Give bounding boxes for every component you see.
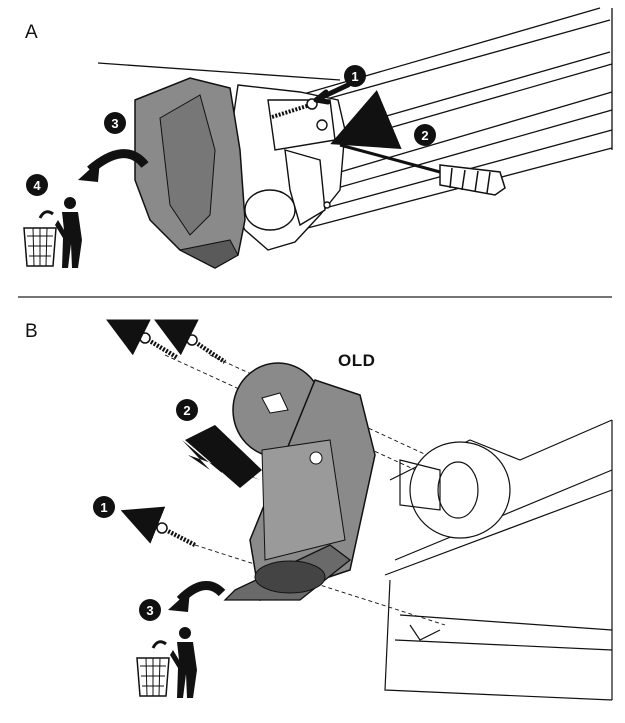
old-end-cap <box>223 362 376 601</box>
old-part-label: OLD <box>338 351 376 370</box>
step-number: 2 <box>183 403 190 418</box>
arrow-icon <box>154 319 199 356</box>
person-icon <box>55 197 82 268</box>
arrow-icon <box>330 89 402 149</box>
step-number: 1 <box>100 500 107 515</box>
step-badge-2: 2 <box>414 124 436 146</box>
arrow-body <box>185 425 262 488</box>
step-badge-1: 1 <box>93 496 115 518</box>
arrow-head <box>168 590 190 612</box>
step-number: 3 <box>111 116 118 131</box>
step-number: 2 <box>421 128 428 143</box>
step-number: 1 <box>351 69 358 84</box>
rail-housing <box>384 419 613 701</box>
arrow-icon <box>106 319 151 356</box>
arrow-icon <box>120 506 166 544</box>
screw-icon <box>156 522 197 548</box>
step-badge-1: 1 <box>344 65 366 87</box>
trash-bin-icon <box>23 210 57 267</box>
screwdriver-icon <box>339 143 506 196</box>
panel-a: 1 2 3 4 <box>23 7 613 269</box>
step-badge-3: 3 <box>104 112 126 134</box>
screw-icon <box>186 334 227 364</box>
step-number: 4 <box>33 178 41 193</box>
person-icon <box>170 627 197 698</box>
cover <box>134 77 246 269</box>
end-bracket <box>227 84 346 251</box>
step-badge-4: 4 <box>26 174 48 196</box>
panel-b: 1 2 3 <box>93 319 613 701</box>
arrow-icon <box>182 440 260 480</box>
trash-bin-icon <box>136 640 170 697</box>
step-badge-2: 2 <box>176 399 198 421</box>
panel-a-letter: A <box>25 22 39 43</box>
step-number: 3 <box>146 603 153 618</box>
panel-b-letter: B <box>25 321 39 342</box>
arrow-head <box>78 160 100 182</box>
screw-icon <box>139 332 180 360</box>
step-badge-3: 3 <box>139 599 161 621</box>
